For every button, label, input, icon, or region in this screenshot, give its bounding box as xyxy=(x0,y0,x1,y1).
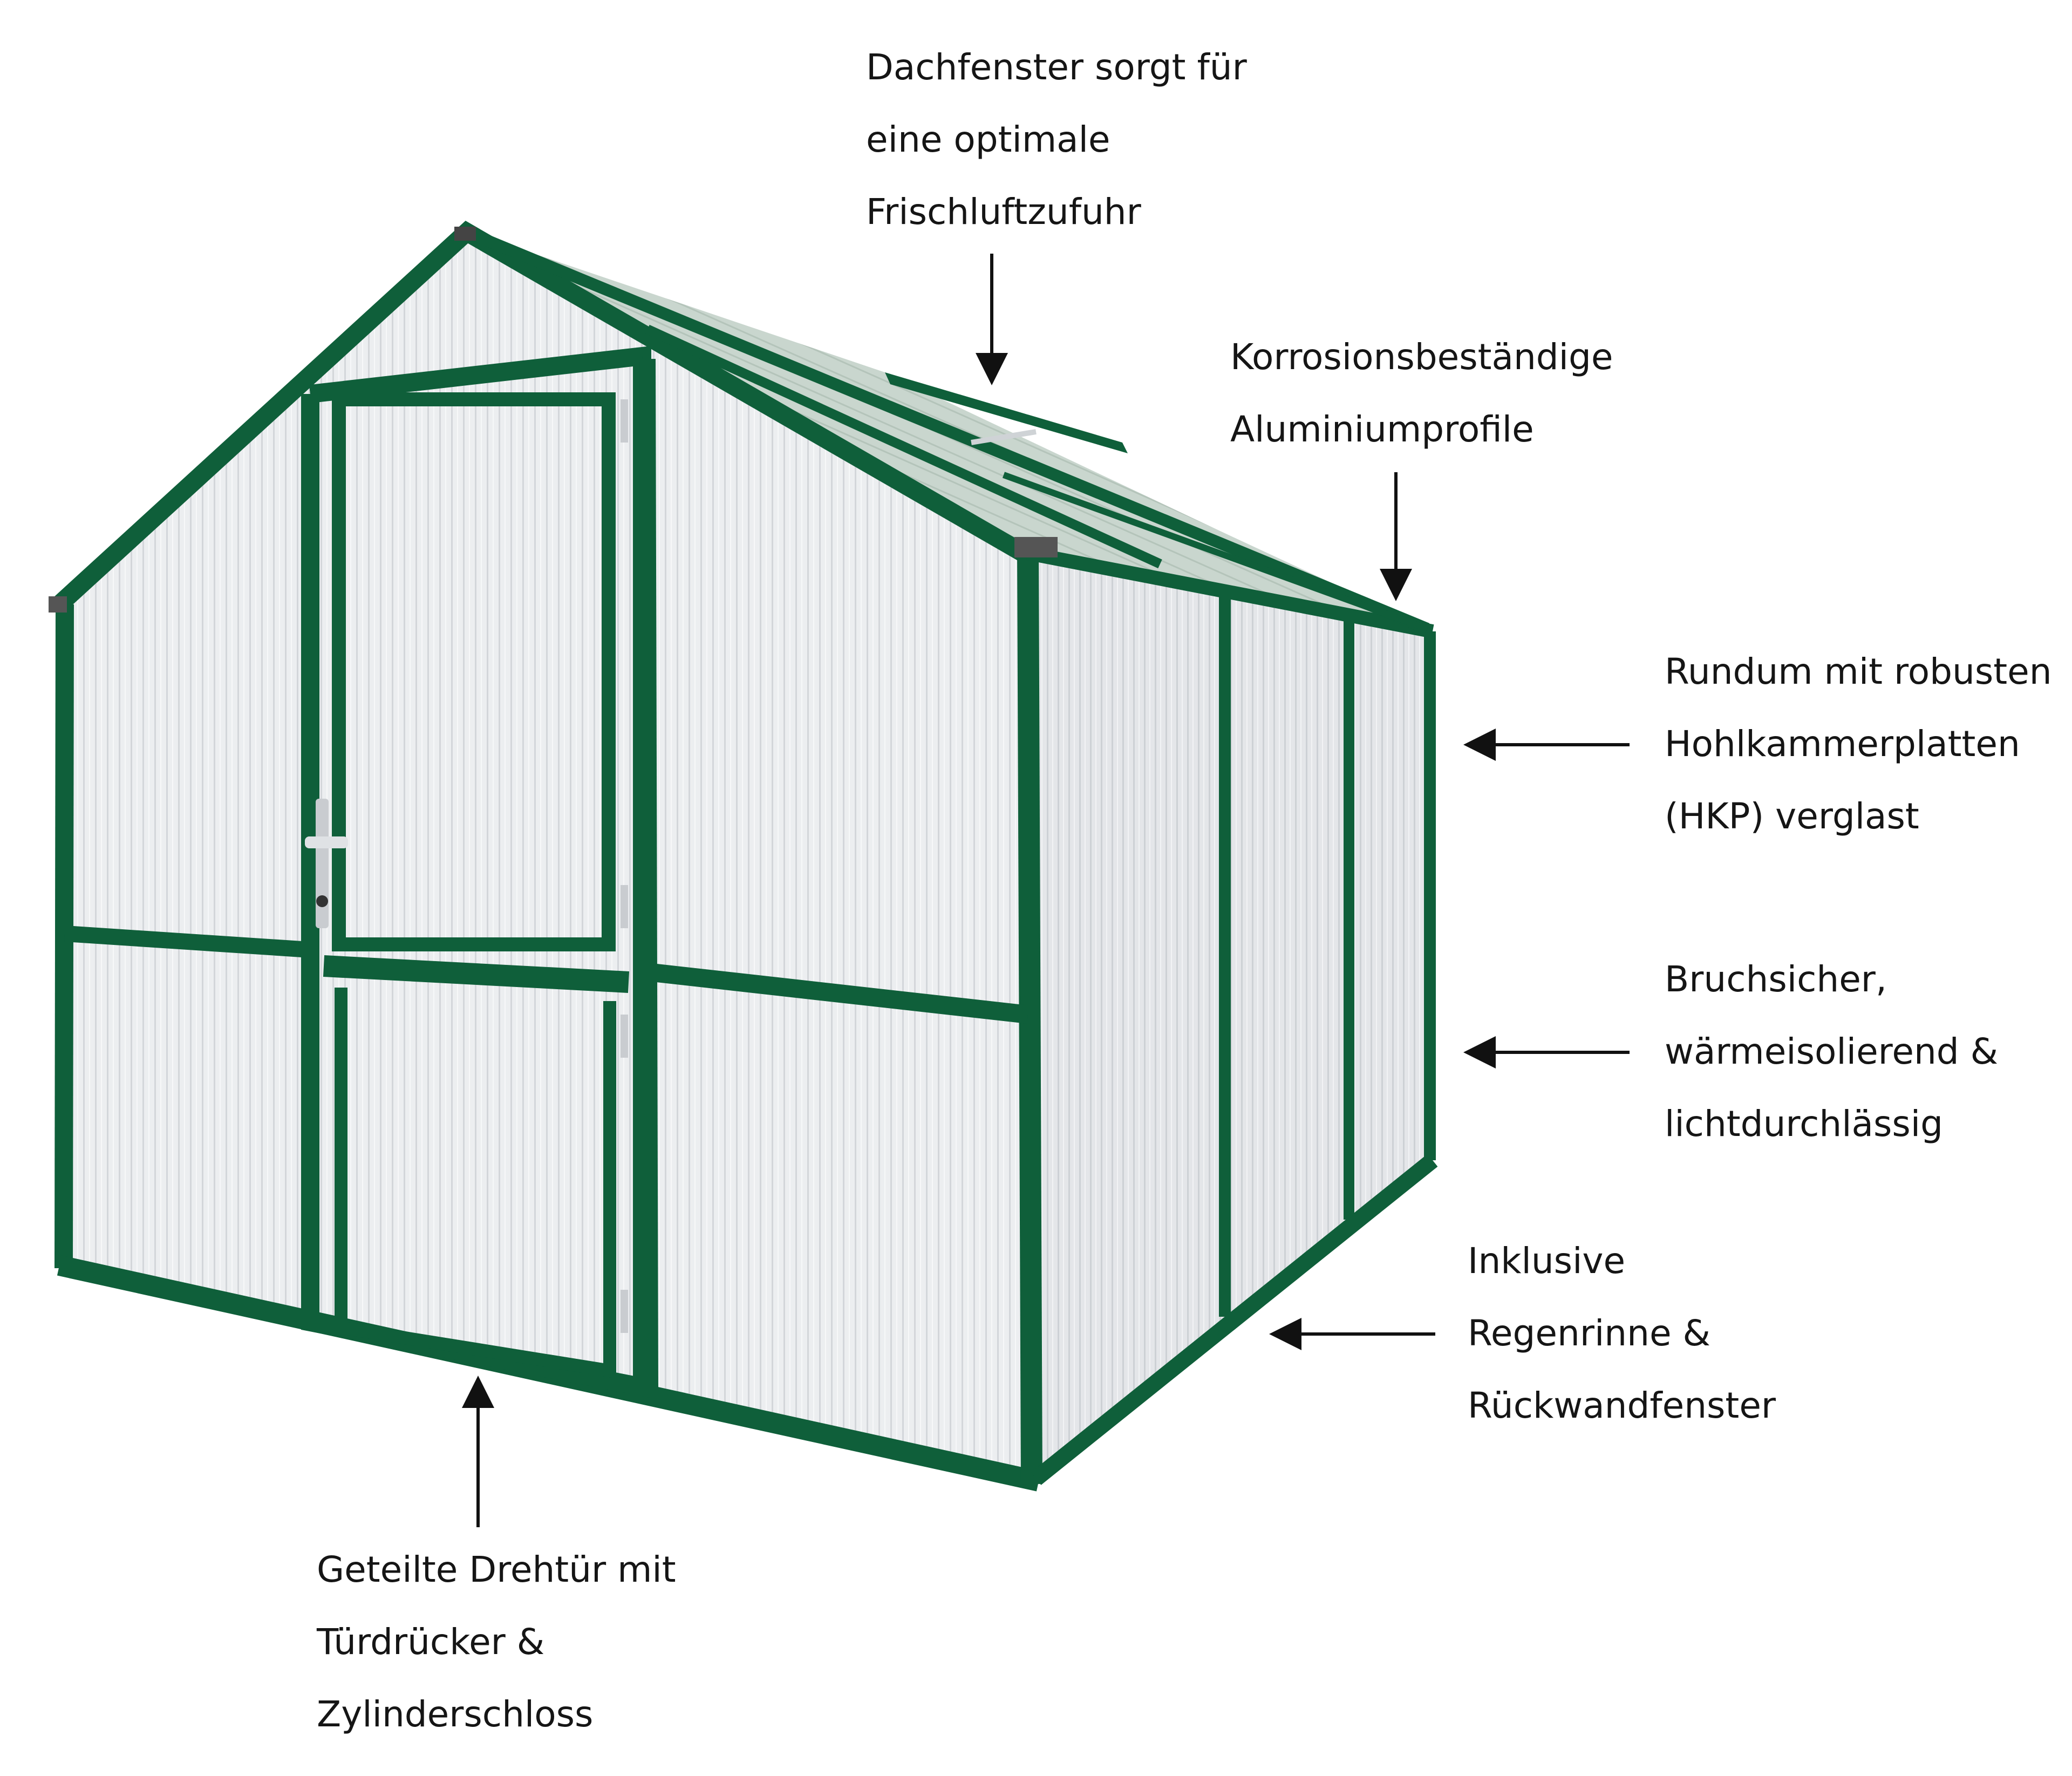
callout-door-line-3: Zylinderschloss xyxy=(317,1693,594,1735)
callout-properties-line-2: wärmeisolierend & xyxy=(1665,1031,1999,1072)
callout-panels: Rundum mit robusten Hohlkammerplatten (H… xyxy=(1665,636,2052,853)
callout-gutter: Inklusive Regenrinne & Rückwandfenster xyxy=(1468,1225,1776,1442)
callout-gutter-line-3: Rückwandfenster xyxy=(1468,1385,1776,1426)
ridge-cap xyxy=(454,227,476,241)
callout-aluminium-line-1: Korrosionsbeständige xyxy=(1230,336,1613,378)
callout-roof-vent-line-1: Dachfenster sorgt für xyxy=(866,46,1247,88)
corner-cap-right xyxy=(1014,537,1058,557)
vent-arm xyxy=(971,429,1037,445)
callout-gutter-line-2: Regenrinne & xyxy=(1468,1312,1711,1354)
callout-aluminium-line-2: Aluminiumprofile xyxy=(1230,409,1534,450)
callout-properties-line-3: lichtdurchlässig xyxy=(1665,1103,1943,1145)
callout-roof-vent: Dachfenster sorgt für eine optimale Fris… xyxy=(866,31,1247,248)
callout-properties-line-1: Bruchsicher, xyxy=(1665,958,1887,1000)
callout-panels-line-3: (HKP) verglast xyxy=(1665,795,1919,837)
callout-door-line-1: Geteilte Drehtür mit xyxy=(317,1549,676,1590)
callout-door-line-2: Türdrücker & xyxy=(317,1621,545,1663)
door-panel-lower xyxy=(341,988,600,1338)
callout-aluminium: Korrosionsbeständige Aluminiumprofile xyxy=(1230,321,1613,466)
callout-roof-vent-line-2: eine optimale xyxy=(866,119,1110,160)
door-handle xyxy=(305,799,348,928)
callout-roof-vent-line-3: Frischluftzufuhr xyxy=(866,191,1141,233)
door-hinges xyxy=(621,399,628,1333)
frame xyxy=(53,221,1438,1492)
callout-properties: Bruchsicher, wärmeisolierend & lichtdurc… xyxy=(1665,943,1998,1160)
callout-gutter-line-1: Inklusive xyxy=(1468,1240,1626,1282)
door-panel-upper xyxy=(339,394,598,939)
roof-vent xyxy=(885,372,1128,453)
callout-panels-line-1: Rundum mit robusten xyxy=(1665,651,2052,692)
corner-cap-left xyxy=(49,596,67,613)
callout-panels-line-2: Hohlkammerplatten xyxy=(1665,723,2020,765)
callout-door: Geteilte Drehtür mit Türdrücker & Zylind… xyxy=(317,1534,676,1751)
